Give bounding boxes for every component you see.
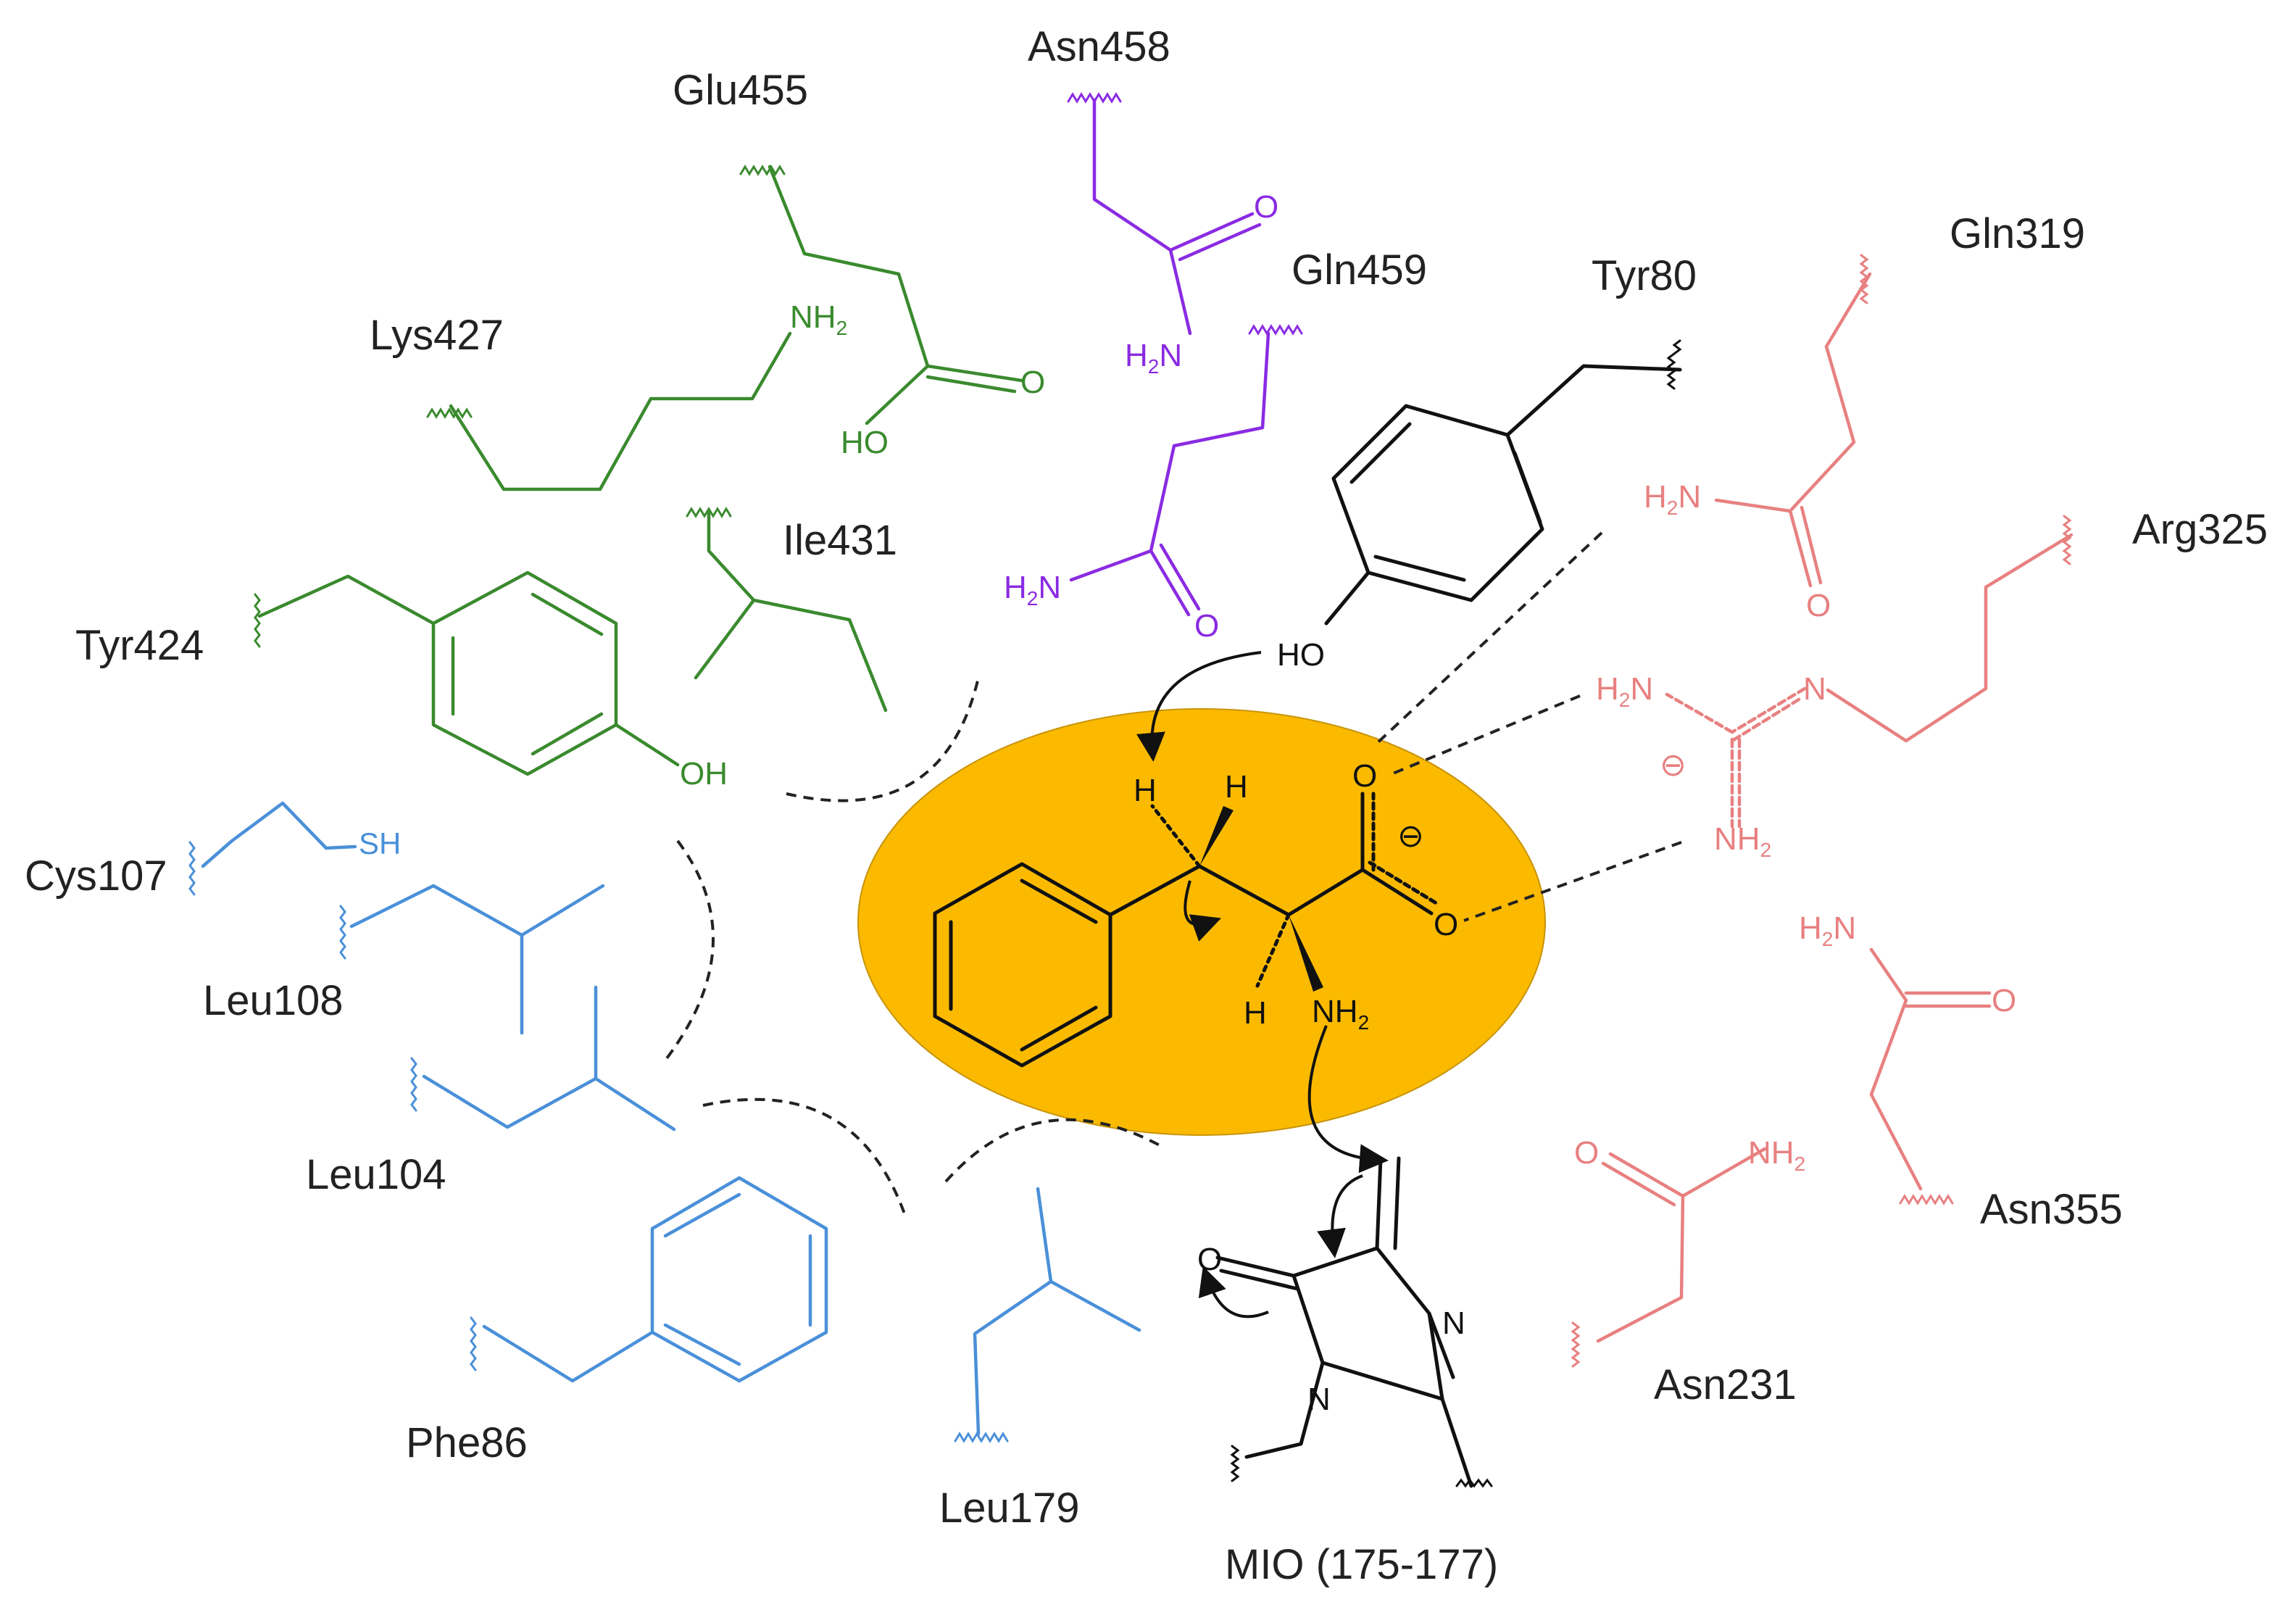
asn231-nh2-label: NH2 xyxy=(1748,1135,1805,1175)
phenylalanine-substrate: H H NH2 H O O ⊖ xyxy=(933,758,1458,1068)
cys107-structure: SH xyxy=(188,801,401,896)
pocket-arc-left xyxy=(665,839,715,1060)
ile431-label: Ile431 xyxy=(783,517,897,564)
arg325-charge: ⊖ xyxy=(1660,747,1686,783)
lys427-nh2-label: NH2 xyxy=(790,299,847,339)
mio-structure: O N N xyxy=(1197,1156,1493,1488)
carboxylate-o1-label: O xyxy=(1352,758,1377,794)
leu108-label: Leu108 xyxy=(203,977,344,1024)
mio-label: MIO (175-177) xyxy=(1225,1541,1498,1588)
mio-o-label: O xyxy=(1197,1242,1222,1277)
electron-arrow-mio-2 xyxy=(1198,1266,1269,1319)
gln459-o-label: O xyxy=(1194,608,1219,644)
asn355-h2n-label: H2N xyxy=(1799,910,1856,950)
phe86-structure xyxy=(470,1176,828,1383)
tyr80-label: Tyr80 xyxy=(1592,252,1697,299)
cb-h-wedge xyxy=(1199,806,1234,866)
gln459-label: Gln459 xyxy=(1292,246,1427,294)
arg325-h2n-label: H2N xyxy=(1596,671,1653,711)
carboxylate-charge: ⊖ xyxy=(1397,818,1424,854)
amine-nh2-label: NH2 xyxy=(1312,994,1369,1034)
asn458-o-label: O xyxy=(1254,189,1278,225)
leu108-structure xyxy=(339,884,605,1035)
gln319-label: Gln319 xyxy=(1950,210,2085,257)
leu104-structure xyxy=(410,985,676,1131)
pocket-arc-bottom-left xyxy=(702,1097,907,1218)
glu455-structure: O HO xyxy=(739,165,1045,460)
glu455-ho-label: HO xyxy=(841,425,889,460)
tyr80-ho-label: HO xyxy=(1277,637,1325,673)
phe86-label: Phe86 xyxy=(406,1419,528,1466)
gln459-h2n-label: H2N xyxy=(1004,570,1061,610)
arg325-n-label: N xyxy=(1803,671,1826,707)
mio-n1-label: N xyxy=(1442,1305,1465,1341)
lys427-structure: NH2 xyxy=(426,299,847,491)
ile431-structure xyxy=(686,507,888,713)
tyr424-label: Tyr424 xyxy=(75,622,204,669)
pocket-arc-top xyxy=(786,677,980,802)
cb-h2-label: H xyxy=(1225,769,1248,805)
tyr80-structure: HO xyxy=(1277,339,1682,673)
asn458-h2n-label: H2N xyxy=(1125,338,1182,378)
gln459-structure: O H2N xyxy=(1004,324,1303,644)
electron-arrow-amine xyxy=(1307,1025,1389,1174)
gln319-structure: O H2N xyxy=(1644,254,1872,623)
gln319-h2n-label: H2N xyxy=(1644,479,1701,519)
cb-h1-label: H xyxy=(1134,773,1157,808)
leu179-structure xyxy=(954,1187,1141,1443)
tyr424-oh-label: OH xyxy=(680,756,728,792)
hbond-arg325-o2 xyxy=(1463,841,1682,922)
leu104-label: Leu104 xyxy=(306,1151,446,1198)
asn231-structure: O NH2 xyxy=(1571,1135,1805,1368)
electron-arrow-tyr80 xyxy=(1136,651,1262,762)
asn231-label: Asn231 xyxy=(1654,1361,1797,1408)
gln319-o-label: O xyxy=(1806,588,1831,623)
arg325-nh2-label: NH2 xyxy=(1714,821,1771,861)
arg325-label: Arg325 xyxy=(2132,506,2268,553)
cys107-label: Cys107 xyxy=(25,852,167,900)
carboxylate-o2-label: O xyxy=(1434,907,1458,942)
hbond-arg325-o1 xyxy=(1387,694,1581,777)
electron-arrow-cb xyxy=(1184,880,1222,942)
ca-h-label: H xyxy=(1244,995,1267,1031)
leu179-label: Leu179 xyxy=(939,1484,1080,1532)
asn355-o-label: O xyxy=(1992,983,2016,1018)
tyr424-structure: OH xyxy=(254,570,728,792)
electron-arrow-mio-1 xyxy=(1317,1174,1363,1258)
glu455-o-label: O xyxy=(1020,365,1045,400)
glu455-label: Glu455 xyxy=(673,67,808,114)
arg325-structure: N H2N NH2 ⊖ xyxy=(1596,515,2074,861)
amine-wedge xyxy=(1289,915,1323,992)
asn458-structure: O H2N xyxy=(1067,92,1278,378)
cys107-sh-label: SH xyxy=(359,826,401,860)
asn231-o-label: O xyxy=(1574,1135,1599,1171)
asn355-label: Asn355 xyxy=(1980,1186,2123,1233)
mio-n2-label: N xyxy=(1307,1382,1331,1417)
asn458-label: Asn458 xyxy=(1028,23,1170,70)
asn355-structure: O H2N xyxy=(1799,910,2016,1205)
lys427-label: Lys427 xyxy=(370,312,504,359)
